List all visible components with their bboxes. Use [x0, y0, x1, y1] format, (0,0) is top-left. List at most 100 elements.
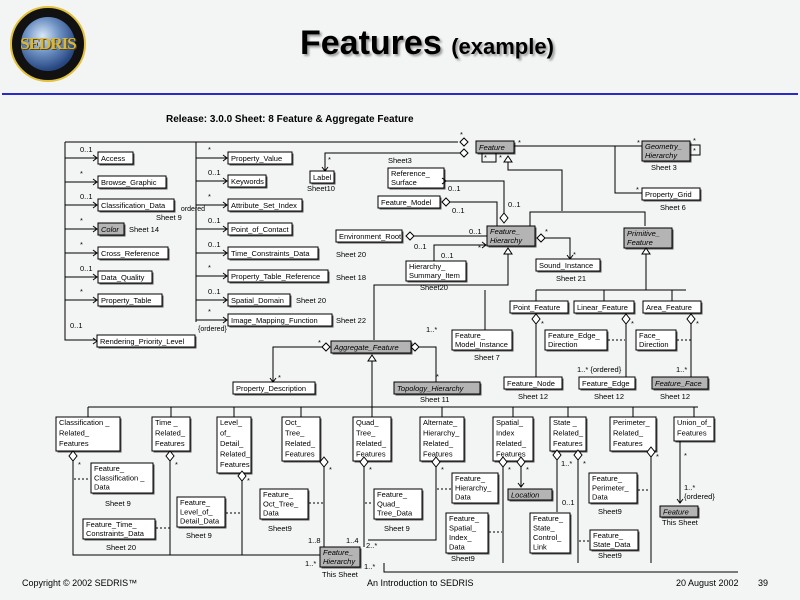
class-feature-oct-tree-data-label: Feature_: [263, 490, 294, 499]
sheet-note: Sheet10: [307, 184, 335, 193]
class-property-grid: [641, 187, 701, 201]
arrow-head-icon: [92, 154, 98, 162]
multiplicity: *: [693, 146, 696, 155]
multiplicity: 0..1: [441, 251, 454, 260]
multiplicity: *: [583, 459, 586, 468]
class-feature-edge-direction-label: Direction: [548, 340, 578, 349]
class-feature-oct-tree-data: [259, 488, 309, 520]
multiplicity: *: [693, 136, 696, 145]
class-area-feature: [642, 300, 702, 314]
multiplicity: *: [278, 373, 281, 382]
class-union-of-features-label: Union_of_: [677, 418, 712, 427]
class-cross-reference: [97, 246, 169, 260]
class-spatial-index-related-features-label: Spatial_: [496, 418, 524, 427]
class-label-label: Label: [313, 173, 332, 182]
multiplicity: *: [637, 138, 640, 147]
class-feature-lod-data: [176, 496, 226, 528]
arrow-head-icon: [222, 154, 228, 162]
multiplicity: 0..1: [469, 227, 482, 236]
class-browse-graphic: [97, 175, 167, 189]
multiplicity: 0..1: [562, 498, 575, 507]
class-feature-spatial-index-data-label: Data: [449, 543, 466, 552]
class-hierarchy-summary-item-label: Hierarchy_: [409, 262, 446, 271]
sheet-note: Sheet 12: [594, 392, 624, 401]
arrow-head-icon: [222, 316, 228, 324]
class-spatial-index-related-features-label: Features: [496, 450, 526, 459]
class-property-value: [227, 151, 293, 165]
class-feature-hierarchy-label: Feature_: [490, 227, 520, 236]
arrow-head-icon: [481, 241, 487, 249]
multiplicity: 0..1: [80, 264, 93, 273]
class-feature-hierarchy-bottom: [319, 546, 361, 568]
multiplicity: *: [684, 451, 687, 460]
connector: [433, 244, 486, 267]
class-primitive-feature-label: Primitive_: [627, 229, 660, 238]
class-feature-time-constraints-data-label: Feature_Time_: [86, 520, 137, 529]
connector: [419, 346, 437, 382]
class-feature-edge-direction: [544, 329, 608, 351]
class-property-table-reference: [227, 269, 329, 283]
class-feature-hierarchy-bottom-label: Hierarchy: [323, 557, 356, 566]
multiplicity: 0..1: [452, 206, 465, 215]
class-oct-tree-related-features-label: Tree_: [285, 429, 305, 438]
class-oct-tree-related-features: [281, 416, 321, 462]
class-feature-model-instance-label: Model_Instance: [455, 340, 508, 349]
aggregation-diamond-icon: [441, 197, 451, 207]
class-environment-root-label: Environment_Root: [339, 232, 402, 241]
class-topology-hierarchy-label: Topology_Hierarchy: [397, 384, 465, 393]
class-time-related-features-label: Related_: [155, 429, 186, 438]
multiplicity: 0..1: [70, 321, 83, 330]
sheet-note: Sheet 20: [336, 250, 366, 259]
arrow-head-icon: [92, 249, 98, 257]
title-main: Features: [300, 24, 442, 62]
footer-copyright: Copyright © 2002 SEDRIS™: [22, 578, 138, 588]
class-feature-quad-tree-data: [373, 488, 423, 520]
class-feature-state-control-link-label: Feature_: [533, 514, 564, 523]
class-spatial-index-related-features: [492, 416, 534, 462]
self-assoc: [690, 144, 701, 156]
class-feature-perimeter-data-label: Data: [592, 493, 609, 502]
class-quad-tree-related-features-label: Related_: [356, 439, 387, 448]
aggregation-diamond-icon: [686, 313, 696, 325]
sheet-note: Sheet9: [598, 507, 622, 516]
connector: [614, 146, 642, 194]
class-feature-quad-tree-data-label: Quad_: [377, 499, 400, 508]
class-feature-spatial-index-data-label: Index_: [449, 533, 472, 542]
class-feature-spatial-index-data: [445, 512, 489, 554]
aggregation-diamond-icon: [405, 231, 415, 241]
class-attribute-set-index: [227, 198, 303, 212]
multiplicity: *: [80, 216, 83, 225]
class-reference-surface: [387, 167, 445, 189]
multiplicity: *: [460, 130, 463, 139]
multiplicity: *: [656, 452, 659, 461]
connector: [64, 142, 96, 341]
multiplicity: 0..1: [80, 192, 93, 201]
class-feature-state-control-link: [529, 512, 571, 554]
class-lod-related-features-label: Features: [220, 460, 250, 469]
multiplicity: 0..1: [414, 242, 427, 251]
multiplicity: *: [208, 263, 211, 272]
class-alternate-hierarchy-related-features: [419, 416, 465, 462]
class-classification-related-features-label: Features: [59, 439, 89, 448]
class-classification-data-label: Classification_Data: [101, 201, 166, 210]
arrow-head-icon: [92, 273, 98, 281]
class-data-quality: [97, 270, 153, 284]
class-feature-oct-tree-data-label: Data: [263, 509, 280, 518]
aggregation-diamond-icon: [499, 212, 509, 224]
sheet-note: Sheet9: [268, 524, 292, 533]
class-time-related-features: [151, 416, 191, 452]
class-topology-hierarchy: [393, 381, 481, 395]
generalization-triangle-icon: [367, 354, 377, 362]
sheet-note: This Sheet: [322, 570, 359, 579]
class-cross-reference-label: Cross_Reference: [101, 249, 159, 258]
sedris-logo: SEDRIS: [10, 6, 86, 82]
arrow-head-icon: [92, 225, 98, 233]
class-attribute-set-index-label: Attribute_Set_Index: [231, 201, 297, 210]
sheet-note: Sheet 9: [186, 531, 212, 540]
globe-icon: [21, 17, 75, 71]
class-quad-tree-related-features: [352, 416, 392, 462]
footer-page-number: 39: [758, 578, 769, 588]
class-feature-state-control-link-label: Link: [533, 543, 547, 552]
class-lod-related-features-label: Level_: [220, 418, 243, 427]
connector: [450, 201, 498, 226]
